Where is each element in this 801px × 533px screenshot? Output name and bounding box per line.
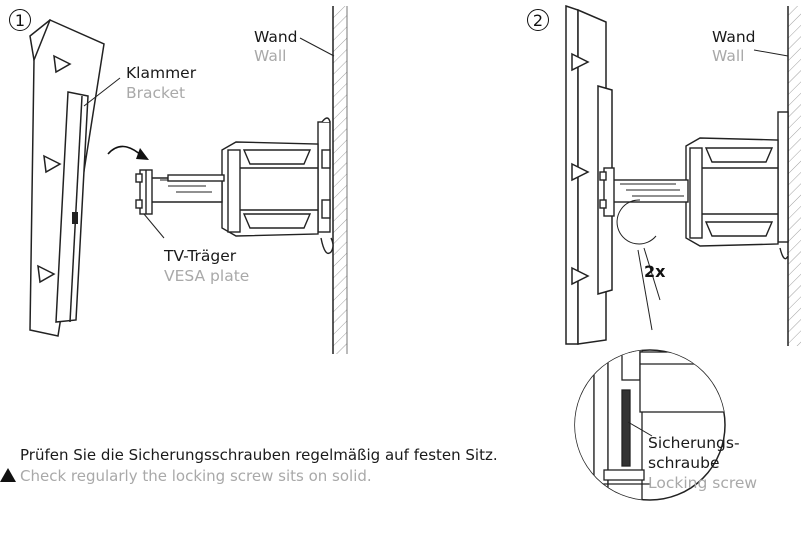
tv-panel-step1 bbox=[29, 18, 105, 337]
wall-step2 bbox=[787, 6, 801, 346]
leader-lines-step1 bbox=[83, 37, 335, 239]
wall-mount-step2 bbox=[599, 111, 789, 260]
detail-callout bbox=[616, 49, 789, 331]
zoom-detail bbox=[574, 349, 726, 501]
locking-screw-label-de-2: schraube bbox=[648, 454, 720, 472]
wall-label-en-step1: Wall bbox=[254, 47, 287, 65]
wall-label-de-step1: Wand bbox=[254, 28, 298, 46]
step-number-2: 2 bbox=[527, 9, 549, 31]
warning-triangle-icon bbox=[0, 468, 16, 482]
wall-label-en-step2: Wall bbox=[712, 47, 745, 65]
wall-mount-step1 bbox=[135, 117, 334, 255]
count-label: 2x bbox=[644, 262, 666, 281]
vesa-label-de: TV-Träger bbox=[164, 247, 237, 265]
warning-text-de: Prüfen Sie die Sicherungsschrauben regel… bbox=[20, 446, 498, 464]
bracket-label-de: Klammer bbox=[126, 64, 197, 82]
locking-screw-label-de-1: Sicherungs- bbox=[648, 434, 740, 452]
wall-label-de-step2: Wand bbox=[712, 28, 756, 46]
warning-text-en: Check regularly the locking screw sits o… bbox=[20, 467, 372, 485]
bracket-label-en: Bracket bbox=[126, 84, 186, 102]
rotate-arrow-icon bbox=[107, 145, 149, 160]
wall-step1 bbox=[332, 6, 348, 354]
vesa-label-en: VESA plate bbox=[164, 267, 250, 285]
step-number-1: 1 bbox=[9, 9, 31, 31]
locking-screw-label-en: Locking screw bbox=[648, 474, 758, 492]
